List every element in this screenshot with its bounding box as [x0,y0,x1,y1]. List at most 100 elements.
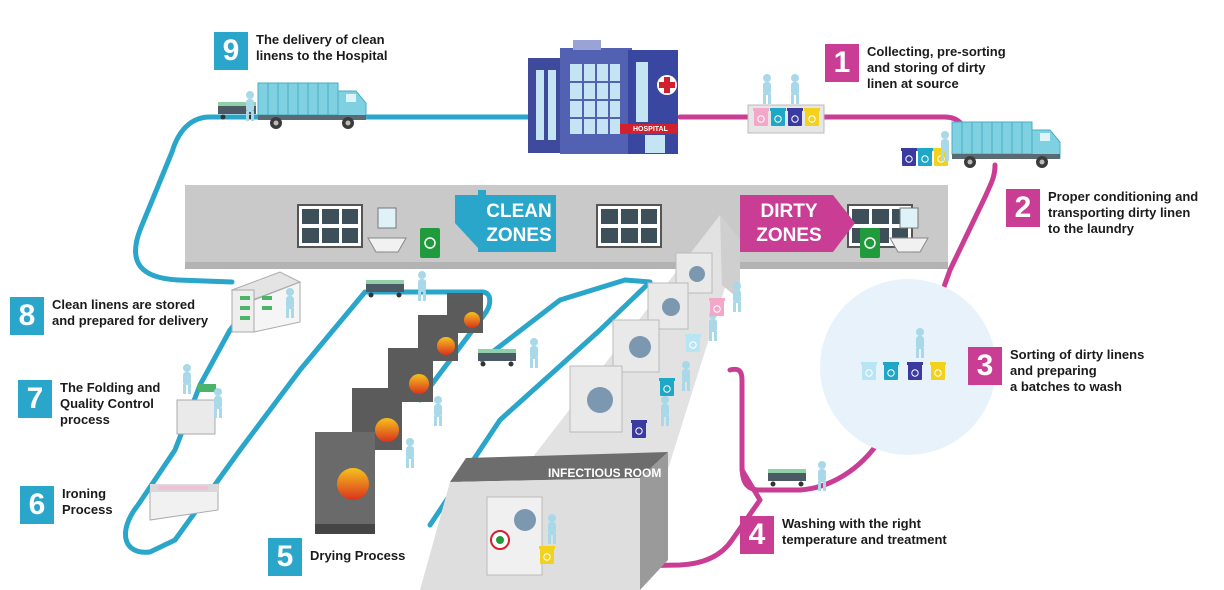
collection-station [747,74,825,134]
step-text: Proper conditioning and transporting dir… [1048,189,1198,237]
recycle-bin-icon [538,545,556,565]
step-2: 2 Proper conditioning and transporting d… [1006,189,1198,237]
step-number: 7 [18,380,52,418]
step-4: 4 Washing with the right temperature and… [740,516,947,554]
step-line: linen at source [867,76,959,91]
green-bin-icon [860,228,880,258]
step-number: 6 [20,486,54,524]
step-line: Ironing [62,486,107,501]
worker-icon [214,388,222,418]
step-line: a batches to wash [1010,379,1122,394]
sink-icon [889,207,929,253]
step-line: Collecting, pre-sorting [867,44,1006,59]
step-line: to the laundry [1048,221,1134,236]
dryer-icon [315,432,375,534]
step-line: process [60,412,110,427]
worker-icon [791,74,799,104]
recycle-bin-icon [900,147,918,167]
linen-cart-icon [768,469,806,487]
clean-zones-line-1: CLEAN [486,201,552,222]
step-line: Clean linens are stored [52,297,196,312]
transport-station [900,131,950,167]
recycle-bin-icon [916,147,934,167]
washing-machine-icon [612,319,660,373]
sink-icon [367,207,407,253]
clean-zones-line-2: ZONES [486,225,552,246]
step-text: The delivery of clean linens to the Hosp… [256,32,387,64]
step-text: Drying Process [310,548,405,564]
washing-machine-icon [569,365,623,433]
step-line: linens to the Hospital [256,48,388,63]
clean-zones-sign: CLEAN ZONES [482,200,556,248]
linen-cart-icon [478,349,516,367]
clean-path [123,114,653,555]
hospital-sign: HOSPITAL [633,126,668,133]
step-text: The Folding and Quality Control process [60,380,160,428]
step-line: and preparing [1010,363,1097,378]
dryer-icon [447,293,483,333]
step-line: Washing with the right [782,516,921,531]
recycle-bin-icon [860,361,878,381]
recycle-bin-icon [803,107,821,127]
step-1: 1 Collecting, pre-sorting and storing of… [825,44,1006,92]
step-line: transporting dirty linen [1048,205,1191,220]
step-number: 4 [740,516,774,554]
step-text: Clean linens are stored and prepared for… [52,297,208,329]
step-line: and prepared for delivery [52,313,209,328]
step-line: temperature and treatment [782,532,947,547]
green-bin-icon [420,228,440,258]
recycle-bin-icon [769,107,787,127]
step-7: 7 The Folding and Quality Control proces… [18,380,160,428]
step-line: Drying Process [310,548,406,563]
window-icon [297,204,363,248]
infectious-room-label: INFECTIOUS ROOM [548,466,662,480]
step-line: and storing of dirty [867,60,986,75]
step-line: Process [62,502,113,517]
dirty-zones-line-2: ZONES [756,225,822,246]
step-8: 8 Clean linens are stored and prepared f… [10,297,208,335]
worker-icon [406,438,414,468]
dirty-zones-sign: DIRTY ZONES [752,200,826,248]
worker-icon [418,271,426,301]
window-icon [596,204,662,248]
worker-icon [434,396,442,426]
delivery-truck-icon [257,82,367,130]
step-line: Sorting of dirty linens [1010,347,1145,362]
ironing-machine-icon [149,483,219,521]
step-line: The Folding and [60,380,161,395]
recycle-bin-icon [906,361,924,381]
dirty-zones-line-1: DIRTY [760,201,818,222]
step-number: 9 [214,32,248,70]
step-text: Washing with the right temperature and t… [782,516,947,548]
hospital-building-icon [528,40,678,154]
recycle-bin-icon [882,361,900,381]
delivery-truck-icon [951,121,1061,169]
step-line: The delivery of clean [256,32,385,47]
recycle-bin-icon [684,333,702,353]
worker-icon [183,364,191,394]
recycle-bin-icon [658,377,676,397]
step-text: Collecting, pre-sorting and storing of d… [867,44,1006,92]
step-number: 2 [1006,189,1040,227]
worker-icon [530,338,538,368]
step-text: Ironing Process [62,486,113,518]
step-number: 5 [268,538,302,576]
step-line: Quality Control [60,396,154,411]
recycle-bin-icon [708,297,726,317]
step-5: 5 Drying Process [268,538,405,576]
step-line: Proper conditioning and [1048,189,1199,204]
recycle-bin-icon [752,107,770,127]
linen-cart-icon [366,280,404,298]
washing-line [420,215,741,590]
worker-icon [733,282,741,312]
step-9: 9 The delivery of clean linens to the Ho… [214,32,387,70]
folding-table-icon [176,384,216,435]
recycle-bin-icon [630,419,648,439]
recycle-bin-icon [786,107,804,127]
step-text: Sorting of dirty linens and preparing a … [1010,347,1144,395]
worker-icon [763,74,771,104]
step-number: 3 [968,347,1002,385]
recycle-bin-icon [929,361,947,381]
